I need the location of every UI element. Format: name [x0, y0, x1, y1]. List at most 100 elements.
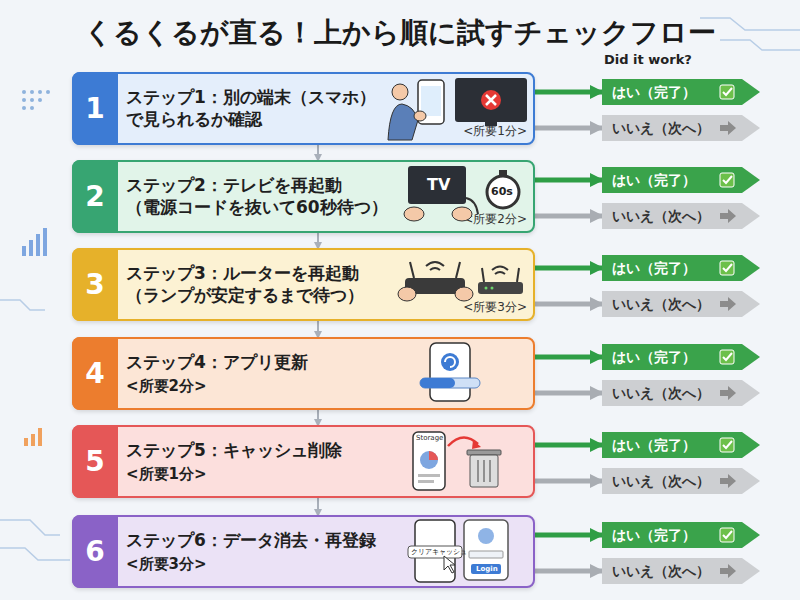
dot	[38, 98, 42, 102]
check-mark	[723, 176, 732, 183]
bar	[43, 228, 47, 256]
label: Did it work?	[604, 52, 692, 68]
check-icon	[720, 350, 734, 364]
arrow-text: いいえ（次へ）	[612, 203, 710, 229]
arrow-shape	[602, 115, 760, 141]
connector	[535, 391, 602, 396]
arrow-shape	[602, 468, 760, 494]
arrow-shape	[602, 167, 760, 193]
arrow-text: はい（完了）	[612, 432, 696, 458]
label: 60s	[491, 185, 513, 198]
connector	[535, 355, 602, 360]
circuit-line	[0, 520, 60, 535]
arrow-text: いいえ（次へ）	[612, 380, 710, 406]
dot	[22, 106, 26, 110]
check-mark	[723, 88, 732, 95]
label: Storage	[416, 434, 443, 442]
step-text: ステップ3：ルーターを再起動 （ランプが安定するまで待つ）	[126, 262, 396, 308]
connector	[535, 90, 602, 95]
connector	[317, 410, 319, 425]
yes-arrow: はい（完了）	[602, 167, 760, 193]
dot	[38, 90, 42, 94]
connector	[535, 569, 602, 574]
step-box: 3ステップ3：ルーターを再起動 （ランプが安定するまで待つ） <所要3分>	[72, 248, 535, 321]
next-icon	[720, 297, 736, 311]
connector	[535, 302, 602, 307]
arrow-shape	[602, 522, 760, 548]
circuit-lines	[0, 18, 800, 560]
check-icon	[720, 261, 734, 275]
duration: <所要3分>	[126, 555, 207, 574]
next-icon	[720, 121, 736, 135]
step-box: 5 ステップ5：キャッシュ削除 <所要1分>	[72, 425, 535, 498]
connector	[535, 479, 602, 484]
step-number: 5	[72, 425, 118, 498]
arrow-shape	[602, 344, 760, 370]
duration: <所要3分>	[463, 299, 527, 316]
yes-arrow: はい（完了）	[602, 522, 760, 548]
dot	[22, 90, 26, 94]
check-mark	[723, 531, 732, 538]
step-text: ステップ6：データ消去・再登録	[126, 529, 376, 552]
bar	[22, 246, 26, 256]
yes-arrow: はい（完了）	[602, 255, 760, 281]
arrow-shape	[602, 432, 760, 458]
connector	[317, 145, 319, 160]
no-arrow: いいえ（次へ）	[602, 558, 760, 584]
no-arrow: いいえ（次へ）	[602, 203, 760, 229]
connector	[317, 233, 319, 248]
next-icon	[720, 474, 736, 488]
arrow-text: はい（完了）	[612, 167, 696, 193]
no-arrow: いいえ（次へ）	[602, 115, 760, 141]
dot	[30, 106, 34, 110]
arrow-text: いいえ（次へ）	[612, 291, 710, 317]
step-text: ステップ5：キャッシュ削除	[126, 439, 376, 462]
connector	[535, 126, 602, 131]
bar	[29, 240, 33, 256]
yes-arrow: はい（完了）	[602, 79, 760, 105]
dot-grid	[22, 90, 50, 110]
check-mark	[723, 353, 732, 360]
yes-arrow: はい（完了）	[602, 344, 760, 370]
arrow-text: いいえ（次へ）	[612, 115, 710, 141]
arrow-shape	[602, 291, 760, 317]
connector	[535, 178, 602, 183]
arrow-text: はい（完了）	[612, 255, 696, 281]
duration: <所要1分>	[463, 123, 527, 140]
step-text: ステップ1：別の端末（スマホ）で見られるか確認	[126, 86, 381, 132]
title: くるくるが直る！上から順に試すチェックフロー	[0, 14, 800, 52]
bar	[24, 438, 28, 446]
no-arrow: いいえ（次へ）	[602, 291, 760, 317]
connector	[535, 214, 602, 219]
step-box: 4 ステップ4：アプリ更新 <所要2分>	[72, 337, 535, 410]
step-number: 3	[72, 248, 118, 321]
check-icon	[720, 438, 734, 452]
circuit-line	[0, 300, 45, 310]
step-number: 4	[72, 337, 118, 410]
arrow-shape	[602, 255, 760, 281]
dot	[30, 98, 34, 102]
check-icon	[720, 528, 734, 542]
yes-arrow: はい（完了）	[602, 432, 760, 458]
arrow-text: はい（完了）	[612, 79, 696, 105]
arrow-text: いいえ（次へ）	[612, 558, 710, 584]
check-mark	[723, 264, 732, 271]
arrow-shape	[602, 380, 760, 406]
duration: <所要2分>	[126, 377, 207, 396]
label: Login	[476, 565, 498, 573]
arrow-shape	[602, 558, 760, 584]
connector	[317, 498, 319, 515]
connector	[535, 266, 602, 271]
duration: <所要2分>	[463, 211, 527, 228]
duration: <所要1分>	[126, 465, 207, 484]
arrow-shape	[602, 203, 760, 229]
step-text: ステップ4：アプリ更新	[126, 351, 376, 374]
arrow-shape	[602, 79, 760, 105]
next-icon	[720, 209, 736, 223]
next-icon	[720, 564, 736, 578]
check-icon	[720, 85, 734, 99]
step-number: 2	[72, 160, 118, 233]
step-box: 1ステップ1：別の端末（スマホ）で見られるか確認<所要1分>	[72, 72, 535, 145]
bar-icon	[24, 428, 42, 446]
